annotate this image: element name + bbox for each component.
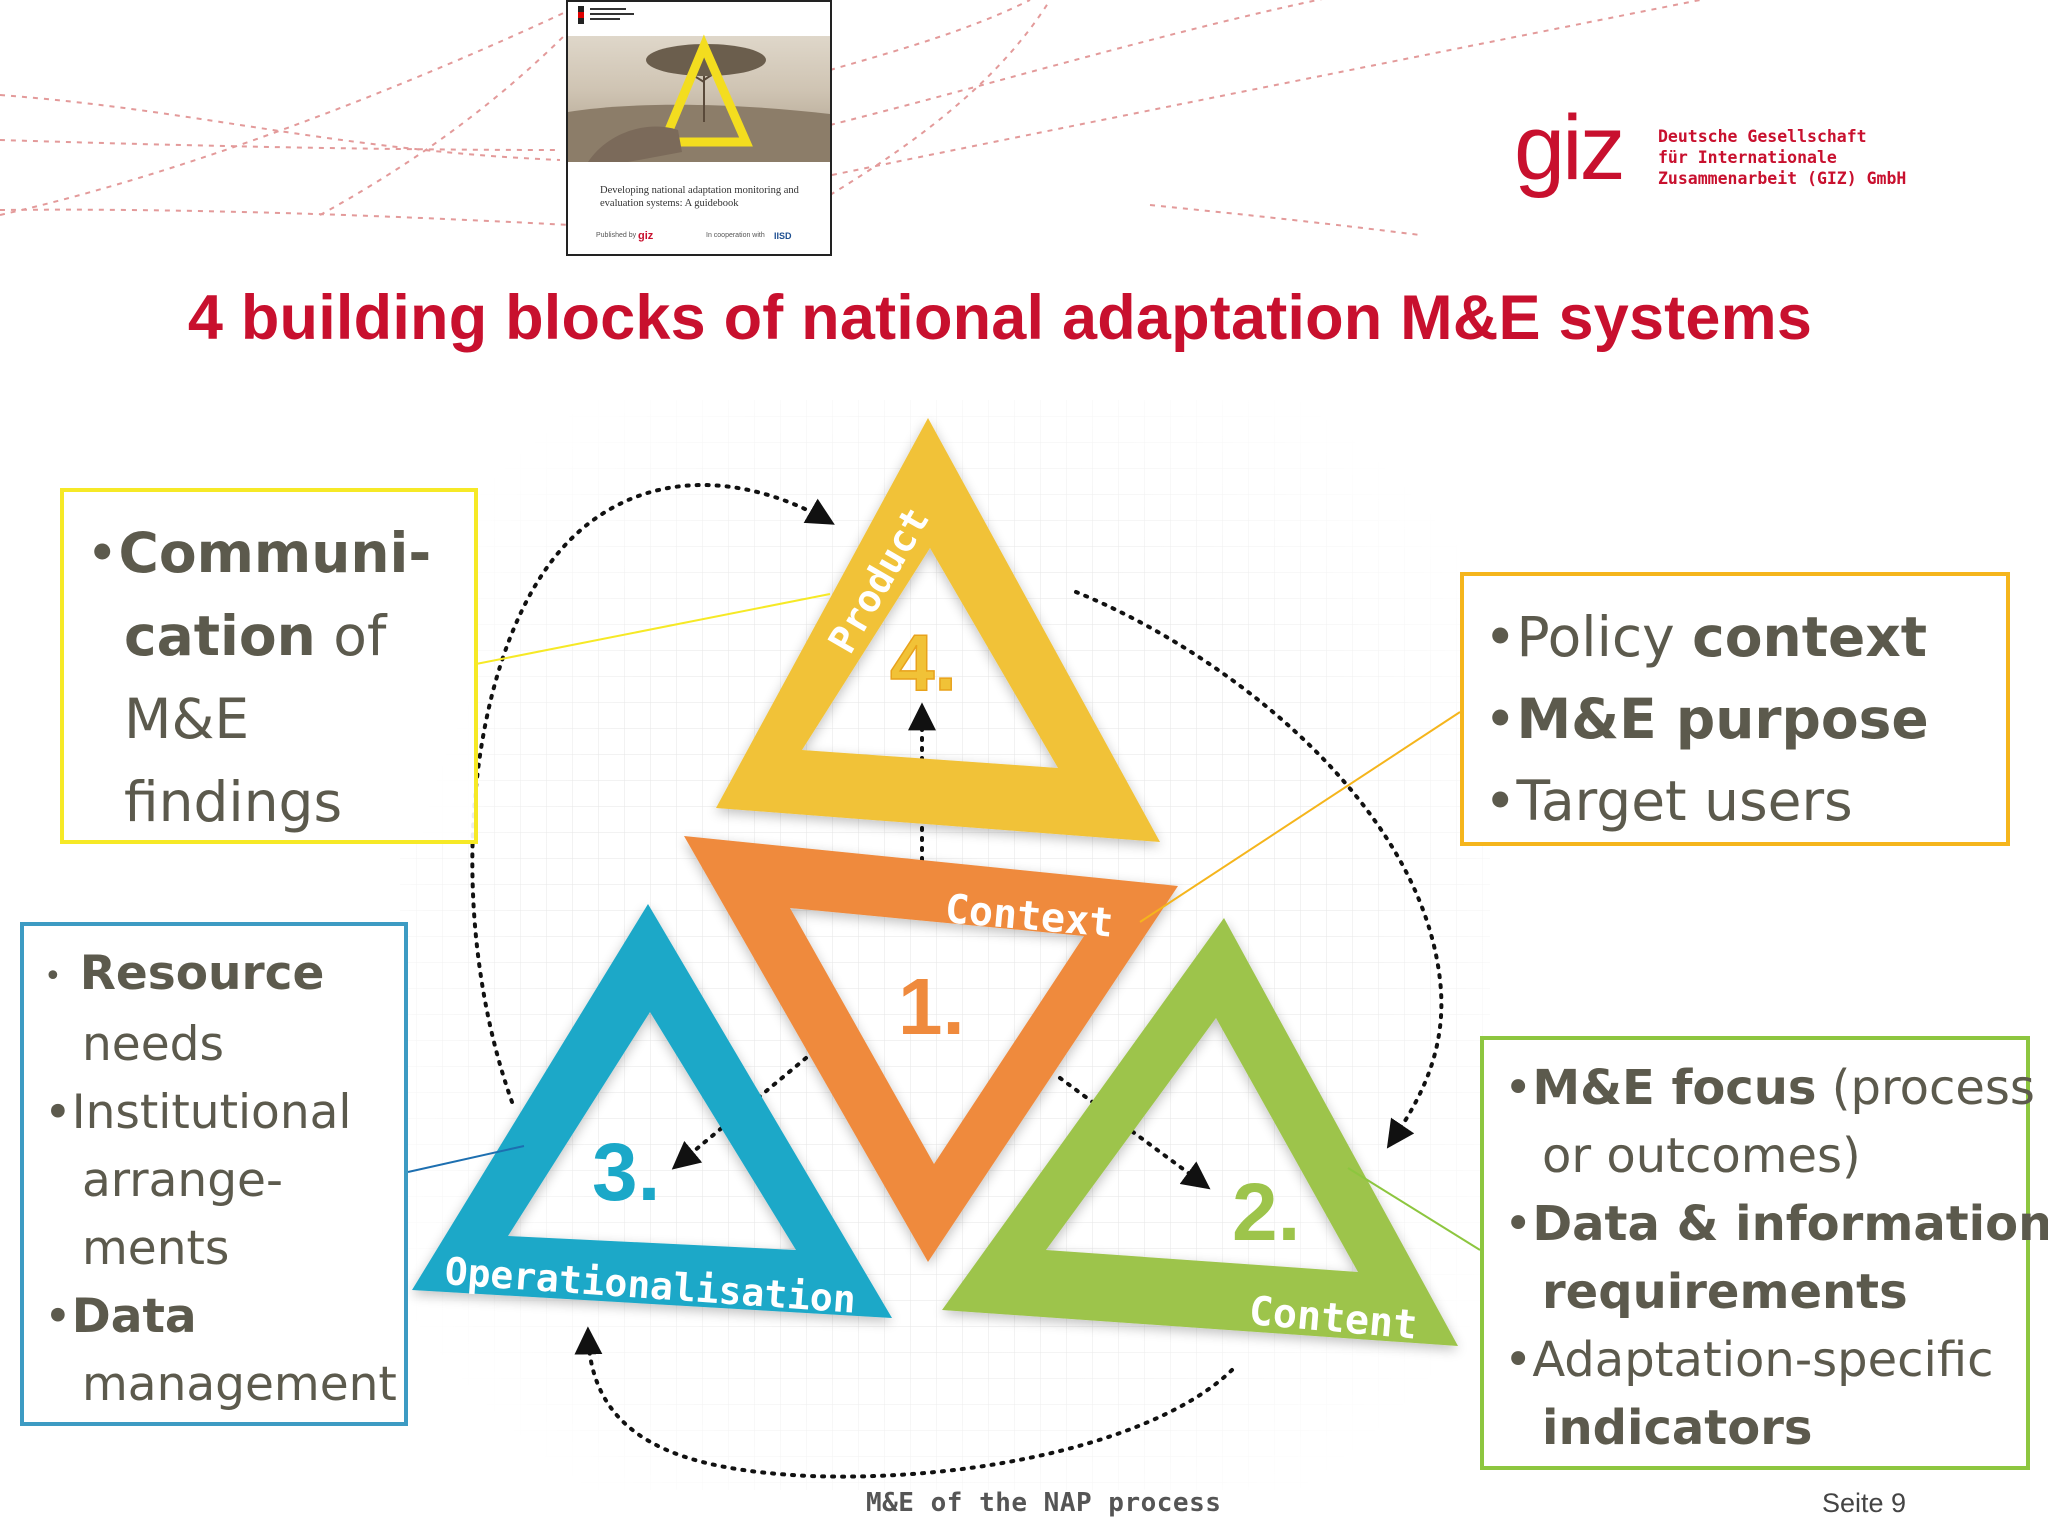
cover-footer-iisd: IISD — [774, 231, 792, 241]
bullet: • — [44, 1084, 72, 1140]
cycle-arrow-3-to-4 — [470, 483, 835, 1104]
focus-line2: or outcomes) — [1542, 1128, 1861, 1184]
box-content-text: •M&E focus (process or outcomes) •Data &… — [1504, 1054, 2048, 1462]
resource-bold: Resource — [79, 946, 325, 1001]
institutional-line3: ments — [82, 1220, 230, 1276]
block-operationalisation-triangle — [412, 904, 892, 1318]
inner-arrow-to-3 — [671, 1056, 808, 1170]
block-context-triangle — [684, 836, 1178, 1262]
block-number-4: 4. — [890, 618, 957, 707]
bullet: • — [1504, 1060, 1533, 1116]
cover-footer-giz: giz — [638, 230, 654, 242]
adaptation-line2: indicators — [1542, 1400, 1813, 1456]
connector-context — [1139, 711, 1461, 923]
communication-line1: Communi- — [118, 521, 432, 585]
block-content-triangle — [942, 918, 1458, 1346]
cover-footer-cooperation: In cooperation with — [706, 232, 765, 239]
box-content: •M&E focus (process or outcomes) •Data &… — [1480, 1036, 2048, 1470]
connector-content — [1347, 1167, 1481, 1251]
giz-logo-line: für Internationale — [1658, 148, 1837, 167]
communication-line2-bold: cation — [124, 604, 316, 668]
focus-bold: M&E focus — [1532, 1060, 1817, 1116]
box-communication: •Communi- cation of M&E findings — [60, 488, 478, 844]
box-operationalisation-text: •Resource needs •Institutional arrange- … — [44, 940, 397, 1419]
cycle-arrow-2-to-3 — [574, 1326, 1234, 1479]
data-info-line2: requirements — [1542, 1264, 1908, 1320]
data-rest: management — [82, 1356, 397, 1412]
context-item-users: Target users — [1516, 769, 1853, 833]
cover-footer: Published by giz In cooperation with IIS… — [596, 230, 816, 246]
box-operationalisation: •Resource needs •Institutional arrange- … — [20, 922, 408, 1426]
institutional-line1: Institutional — [71, 1084, 352, 1140]
bullet: • — [1484, 769, 1517, 833]
communication-line4: findings — [124, 770, 343, 834]
guidebook-cover: Developing national adaptation monitorin… — [566, 0, 832, 256]
adaptation-line1: Adaptation-specific — [1532, 1332, 1994, 1388]
block-product-triangle — [716, 418, 1160, 842]
institutional-line2: arrange- — [82, 1152, 283, 1208]
bullet: • — [1504, 1196, 1533, 1252]
connector-product — [475, 593, 831, 665]
cover-caption: Developing national adaptation monitorin… — [600, 185, 799, 209]
bullet: • — [1484, 605, 1517, 669]
inner-arrow-to-2 — [1058, 1076, 1211, 1190]
bullet: • — [1484, 687, 1517, 751]
block-number-3: 3. — [592, 1127, 660, 1218]
giz-logo-mark: giz — [1514, 97, 1626, 199]
context-item-policy-plain: Policy — [1516, 605, 1693, 669]
context-item-policy-bold: context — [1692, 605, 1928, 669]
resource-rest: needs — [82, 1016, 224, 1072]
bullet: • — [86, 521, 119, 585]
giz-logo-line: Zusammenarbeit (GIZ) GmbH — [1658, 169, 1907, 188]
box-context: •Policy context •M&E purpose •Target use… — [1460, 572, 2010, 846]
giz-logo-text: Deutsche Gesellschaft für Internationale… — [1658, 126, 1906, 189]
box-communication-text: •Communi- cation of M&E findings — [86, 512, 431, 844]
block-number-2: 2. — [1232, 1167, 1300, 1258]
cover-footer-published: Published by — [596, 232, 637, 239]
block-number-1: 1. — [898, 962, 965, 1051]
giz-logo-line: Deutsche Gesellschaft — [1658, 127, 1867, 146]
cycle-arrow-4-to-2 — [1074, 590, 1444, 1149]
footer-caption: M&E of the NAP process — [866, 1488, 1222, 1518]
bullet: • — [1504, 1332, 1533, 1388]
data-info-line1: Data & information — [1532, 1196, 2048, 1252]
data-bold: Data — [71, 1288, 197, 1344]
page-number: Seite 9 — [1822, 1488, 1907, 1518]
communication-line2-rest: of — [315, 604, 387, 668]
page-title: 4 building blocks of national adaptation… — [187, 283, 1813, 353]
cover-illustration — [568, 2, 830, 162]
connector-operationalisation — [407, 1145, 525, 1173]
context-item-purpose: M&E purpose — [1516, 687, 1929, 751]
focus-rest: (process — [1816, 1060, 2035, 1116]
box-context-text: •Policy context •M&E purpose •Target use… — [1484, 596, 1929, 842]
bullet: • — [44, 1288, 72, 1344]
bullet: • — [44, 958, 62, 994]
communication-line3: M&E — [124, 687, 250, 751]
